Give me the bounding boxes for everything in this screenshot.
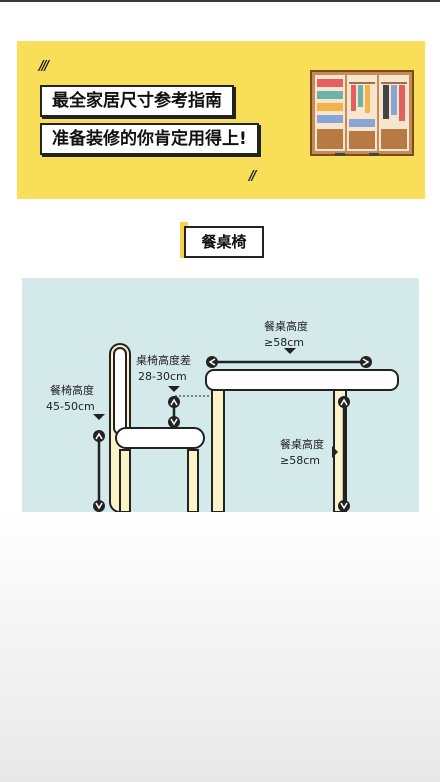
top-divider [0,0,440,2]
height-diff-value: 28-30cm [138,370,187,383]
table-width-dimension [206,348,372,368]
chair-height-value: 45-50cm [46,400,95,413]
decor-slashes-bottom: // [249,169,256,184]
chair-height-dimension [93,414,105,512]
dining-dimension-diagram: 餐桌高度 ≥58cm 桌椅高度差 28-30cm 餐椅高度 45-50cm 餐桌… [22,278,419,513]
title-banner: /// 最全家居尺寸参考指南 准备装修的你肯定用得上! // [17,41,425,199]
bottom-fade-area [0,512,440,782]
table-width-label: 餐桌高度 [264,319,308,333]
dining-diagram-svg: 餐桌高度 ≥58cm 桌椅高度差 28-30cm 餐椅高度 45-50cm 餐桌… [46,319,399,513]
table-height-dimension [332,396,350,512]
table-width-value: ≥58cm [264,336,304,349]
chair-height-label: 餐椅高度 [50,383,94,397]
height-diff-label: 桌椅高度差 [136,353,191,367]
banner-title-line1: 最全家居尺寸参考指南 [40,85,234,117]
banner-title-line2: 准备装修的你肯定用得上! [40,123,259,155]
wardrobe-illustration [310,70,414,156]
table-height-label: 餐桌高度 [280,437,324,451]
section-title: 餐桌椅 [184,226,264,258]
table-height-value: ≥58cm [280,454,320,467]
chair-illustration [109,343,205,513]
decor-slashes-top: /// [39,59,49,74]
height-difference-dimension [168,386,180,428]
